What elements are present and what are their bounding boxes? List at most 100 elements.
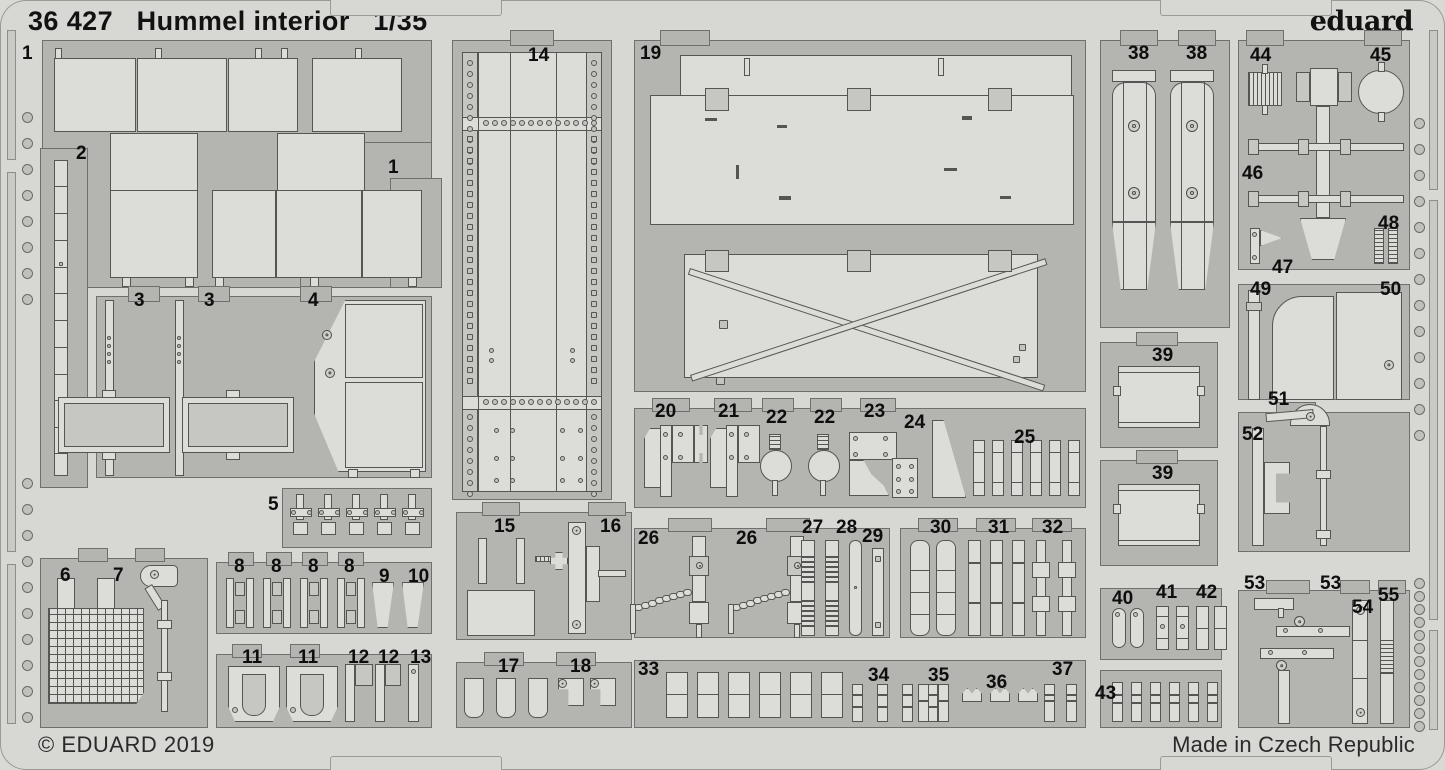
center-shaft-rod [1316,106,1330,218]
part-14-rail-hole [467,356,473,362]
part-7-shaft [161,600,168,712]
carrier-notch [510,30,554,46]
part-7-pivot [150,570,159,579]
part-46-collar [1298,139,1309,155]
part-number-52: 52 [1242,424,1264,445]
part-8-body [246,578,254,628]
carrier-notch [860,398,896,412]
part-19-hole [716,377,725,385]
part-33-block [759,672,781,718]
part-14-detail-hole [570,358,575,363]
registration-hole [22,582,33,593]
part-5-hole [419,510,424,515]
frame-tab [1160,756,1332,770]
part-5-hole [291,510,296,515]
part-14-rail-hole [467,312,473,318]
part-29-strip [872,548,884,636]
part-34-scribe [927,694,938,696]
part-number-25: 25 [1014,427,1036,448]
part-14-rail-hole [591,169,597,175]
part-5-buckle-stem [380,494,388,520]
part-35-pin [918,684,929,722]
part-49-collar [1246,302,1262,311]
part-27-strip [825,540,839,636]
part-32-link [1032,562,1050,578]
part-14-rail-hole [591,246,597,252]
registration-hole [1414,274,1425,285]
part-53-pivot [1294,616,1305,627]
registration-hole [1414,404,1425,415]
part-8-body [283,578,291,628]
part-number-54: 54 [1352,597,1374,618]
part-19-mark [705,118,717,121]
part-13-strip [408,664,419,722]
part-21-hole [729,455,734,460]
part-33-block [821,672,843,718]
page-title: 36 427 Hummel interior 1/35 [28,6,428,36]
part-number-44: 44 [1250,45,1272,66]
part-39-lug [1113,504,1121,514]
part-14-detail-hole [578,478,583,483]
part-21-hole [744,432,749,437]
part-8-pad [235,610,245,624]
carrier-notch [1364,30,1402,46]
part-47-hole [1252,255,1257,260]
part-14-rail-hole [591,191,597,197]
part-8-pad [346,582,356,596]
part-19-bracket [705,88,729,111]
hinge-tab [185,277,194,287]
part-30-scribe [936,570,956,571]
part-number-31: 31 [988,517,1010,538]
carrier-notch [484,652,524,666]
center-shaft-head [1310,68,1338,106]
part-27-rib [801,605,815,607]
hinge-tab [122,277,131,287]
part-41-scribe [1156,616,1169,617]
part-3-tab [226,390,240,398]
registration-hole [1414,721,1425,732]
part-38-valve [1170,70,1214,82]
part-number-39: 39 [1152,345,1174,366]
part-53-hole [1302,650,1307,655]
part-31-strip [968,540,981,636]
part-14-rail-hole [591,425,597,431]
part-14-rail-hole [591,480,597,486]
part-14-rail-hole [467,279,473,285]
part-14-rail-hole [591,334,597,340]
carrier-notch [652,398,690,412]
part-14-rail-hole [467,425,473,431]
part-14-cross-hole [546,399,552,405]
part-40-pad [1130,608,1144,648]
part-46-collar [1340,191,1351,207]
part-1-panel [277,133,365,191]
carrier-notch [1136,450,1178,464]
border-rail-right [1429,30,1438,190]
part-34-pin [852,684,863,722]
part-number-9: 9 [379,566,390,587]
part-3-rod [175,300,184,476]
part-number-46: 46 [1242,163,1264,184]
part-number-41: 41 [1156,582,1178,603]
part-26-chain-link [781,588,790,596]
part-34-scribe [902,694,913,696]
part-31-scribe [990,602,1003,604]
part-3-tab [102,390,116,398]
part-11-hole [290,707,296,713]
part-14-cross-hole [564,399,570,405]
part-14-rail-hole [591,312,597,318]
part-27-rib [825,605,839,607]
part-31-scribe [968,602,981,604]
part-14-rail-hole [467,224,473,230]
part-5-buckle-plate [293,522,308,535]
part-46-collar [1340,139,1351,155]
part-19-hole [1013,356,1020,363]
part-32-link [1058,562,1076,578]
part-33-scribe [666,694,688,695]
part-14-cross-hole [519,120,525,126]
part-35-scribe [918,700,929,702]
part-14-rail-hole [591,367,597,373]
part-number-2: 2 [76,143,87,164]
part-5-buckle-stem [408,494,416,520]
part-14-cross-hole [573,399,579,405]
part-5-buckle-stem [352,494,360,520]
